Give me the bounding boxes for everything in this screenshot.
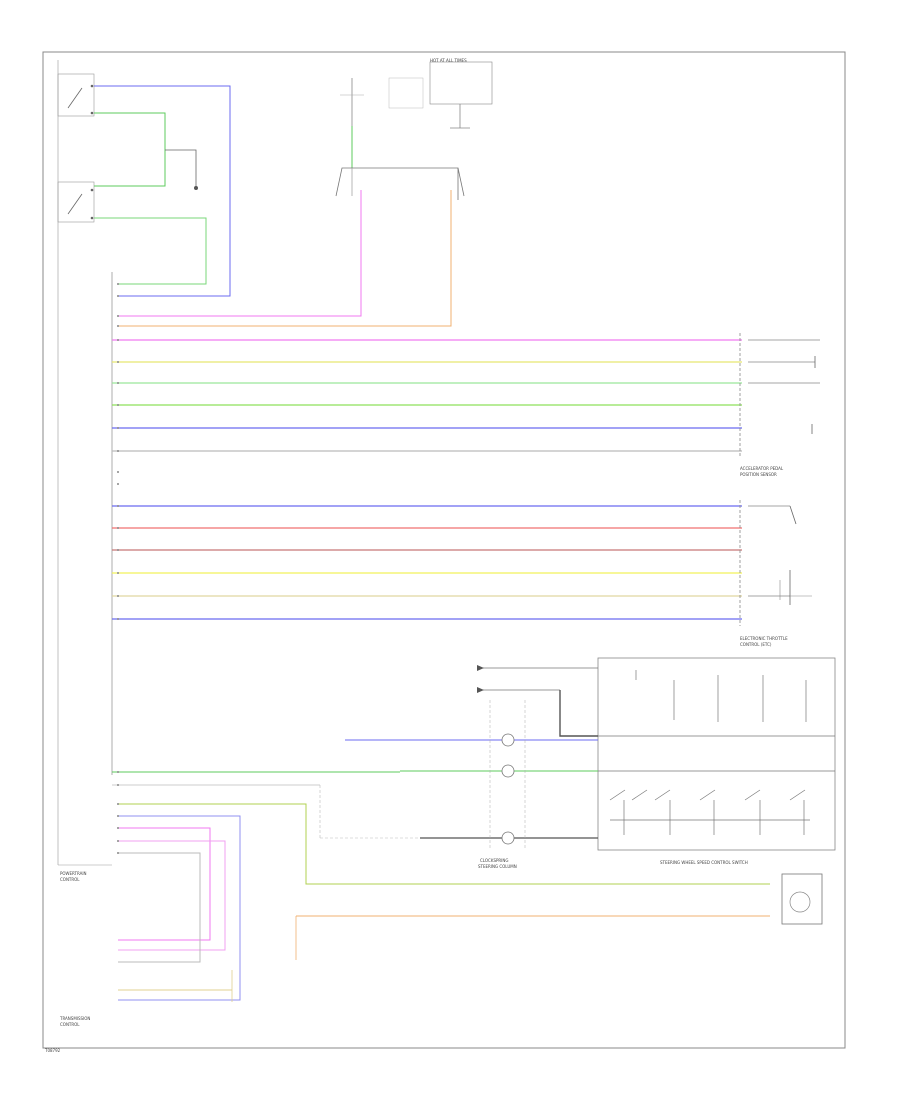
label-clockspring: CLOCKSPRING bbox=[480, 858, 508, 863]
label-electronic-throttle-2: CONTROL (ETC) bbox=[740, 642, 772, 647]
wire-grn-1 bbox=[94, 112, 166, 187]
throttle-connector bbox=[739, 500, 812, 626]
wire-blu-top bbox=[94, 85, 231, 297]
brake-switch-link bbox=[335, 167, 459, 200]
battery-junction-group bbox=[429, 61, 493, 129]
label-pcm: POWERTRAIN bbox=[60, 871, 87, 876]
speed-control-box bbox=[597, 657, 836, 851]
wire-grn-2 bbox=[94, 217, 207, 285]
accel-pedal-sensor bbox=[739, 333, 820, 458]
arrow-lower bbox=[477, 687, 484, 693]
label-accel-sensor-2: POSITION SENSOR bbox=[740, 472, 777, 477]
label-pcm-2: CONTROL bbox=[60, 877, 80, 882]
arrow-upper bbox=[477, 665, 484, 671]
wire-pink-long bbox=[118, 827, 211, 941]
label-clockspring-2: STEERING COLUMN bbox=[478, 864, 517, 869]
label-transmission-2: CONTROL bbox=[60, 1022, 80, 1027]
wire-blue-long bbox=[118, 815, 241, 1001]
label-electronic-throttle: ELECTRONIC THROTTLE bbox=[740, 636, 788, 641]
wire-yg-long bbox=[118, 803, 770, 885]
clockspring-connectors bbox=[345, 667, 598, 850]
ground-point bbox=[194, 186, 198, 190]
clutch-switch-upper bbox=[57, 73, 95, 117]
pcm-pins bbox=[117, 283, 119, 854]
label-accel-sensor: ACCELERATOR PEDAL bbox=[740, 466, 784, 471]
wire-gray-long bbox=[118, 852, 201, 963]
diagram-frame bbox=[42, 51, 846, 1049]
trans-sensor-box bbox=[781, 873, 823, 925]
footer-code: T08792 bbox=[44, 1048, 61, 1053]
speed-control-internals bbox=[598, 670, 835, 835]
clutch-switch-lower bbox=[57, 181, 95, 223]
brake-sw-right bbox=[457, 167, 465, 197]
wire-pnk-vertical bbox=[118, 190, 362, 317]
wire-pink-long2 bbox=[118, 840, 226, 951]
trans-sensor-circle bbox=[789, 891, 811, 913]
wire-blk-jumper bbox=[165, 149, 197, 186]
wire-org-vertical bbox=[118, 190, 452, 327]
label-steering-switch: STEERING WHEEL SPEED CONTROL SWITCH bbox=[660, 860, 748, 865]
label-transmission: TRANSMISSION bbox=[59, 1016, 90, 1021]
hot-in-run-group bbox=[340, 77, 424, 168]
label-hot-at-all-times: HOT AT ALL TIMES bbox=[430, 58, 467, 63]
